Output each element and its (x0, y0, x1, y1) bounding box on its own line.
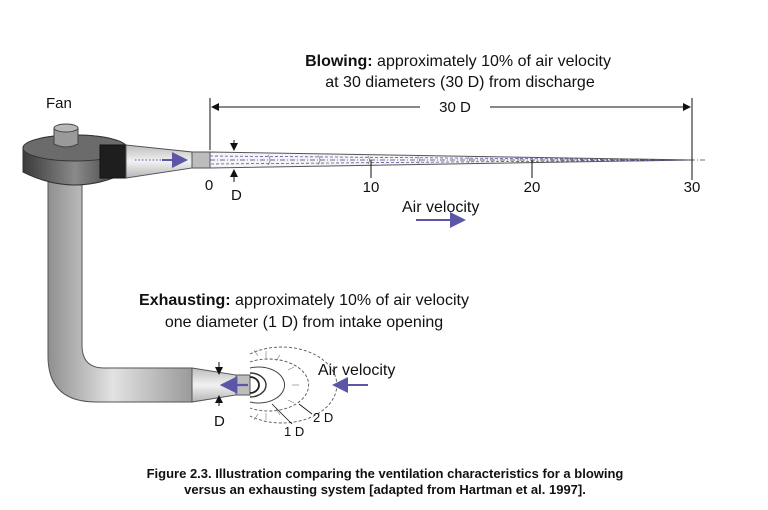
blowing-jet (209, 151, 705, 169)
tick-10: 10 (363, 179, 380, 196)
span-label: 30 D (439, 99, 471, 116)
blowing-d-label: D (231, 187, 242, 204)
one-d-leader (271, 403, 293, 425)
one-d-label: 1 D (284, 424, 304, 439)
caption-line-1: Figure 2.3. Illustration comparing the v… (146, 466, 624, 481)
blowing-nozzle (191, 151, 211, 169)
vertical-duct (47, 177, 193, 403)
exhausting-title-rest: approximately 10% of air velocity (231, 292, 469, 309)
exhaust-d-label: D (214, 413, 225, 430)
tick-20: 20 (524, 179, 541, 196)
figure-caption: Figure 2.3. Illustration comparing the v… (40, 466, 730, 498)
scale-ticks (370, 160, 533, 178)
exhausting-title: Exhausting: approximately 10% of air vel… (139, 292, 469, 309)
blowing-title-bold: Blowing: (305, 53, 373, 70)
span-dimension (209, 98, 693, 180)
blowing-transition (125, 144, 193, 179)
fan-assembly (22, 123, 251, 403)
exhausting-title-line2: one diameter (1 D) from intake opening (165, 314, 443, 331)
two-d-leader (298, 403, 313, 415)
blowing-air-velocity-label: Air velocity (402, 199, 479, 216)
exhaust-air-velocity-label: Air velocity (318, 362, 395, 379)
blowing-title-rest: approximately 10% of air velocity (373, 53, 611, 70)
caption-line-2: versus an exhausting system [adapted fro… (184, 482, 586, 497)
blowing-title-line2: at 30 diameters (30 D) from discharge (325, 74, 595, 91)
two-d-label: 2 D (313, 410, 333, 425)
tick-0: 0 (205, 177, 213, 194)
tick-30: 30 (684, 179, 701, 196)
blowing-title: Blowing: approximately 10% of air veloci… (305, 53, 611, 70)
exhausting-title-bold: Exhausting: (139, 292, 231, 309)
fan-label: Fan (46, 95, 72, 112)
